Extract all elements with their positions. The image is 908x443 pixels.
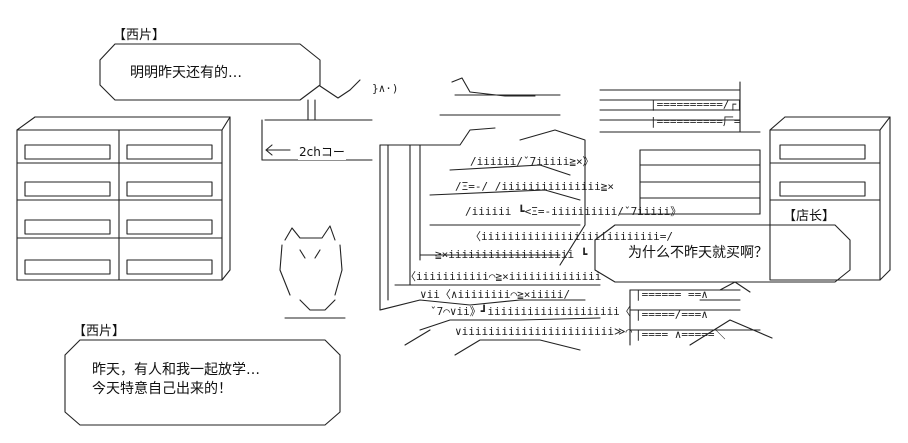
- speech-bubble-bottom: [64, 339, 341, 426]
- speech-bubble-right: [594, 224, 851, 283]
- shelf-right: [769, 116, 891, 281]
- ascii-marks-3: /iiiiii ┗<Ξ=-iiiiiiiiii/ˇ7iiiii》: [465, 204, 681, 218]
- ascii-register-1: |==========/┌|: [650, 98, 743, 111]
- ascii-marks-4: 〈iiiiiiiiiiiiiiiiiiiiiiiiiii=/: [470, 230, 673, 243]
- dialog-line: 昨天，有人和我一起放学…: [92, 362, 260, 378]
- ascii-marks-1: /iiiiii/ˇ7iiiii≧×》: [470, 155, 594, 168]
- speech-bubble-top: [99, 43, 321, 101]
- dialog-line: 为什么不昨天就买啊？: [628, 245, 768, 261]
- ascii-marks-6: 〈iiiiiiiiiii⌒≧×iiiiiiiiiiiiii: [405, 270, 601, 283]
- ascii-register-2: |==========厂=: [650, 115, 741, 128]
- speaker-label-top: 【西片】: [112, 24, 167, 43]
- register-counter: [439, 81, 761, 215]
- bubble-tail-top: [319, 79, 361, 99]
- dialog-line: 明明昨天还有的…: [130, 65, 242, 81]
- dialog-text-right: 为什么不昨天就买啊？: [628, 244, 768, 263]
- ascii-marks-2: /Ξ=-/ /iiiiiiiiiiiiiii≧×: [455, 180, 614, 193]
- ascii-marks-9: ∨iiiiiiiiiiiiiiiiiiiiiii≫⌒: [455, 325, 632, 338]
- shelf-left: [16, 116, 231, 281]
- customer-figure: [379, 77, 601, 356]
- ascii-hand-mark: }∧·): [372, 82, 399, 95]
- dialog-text-bottom: 昨天，有人和我一起放学… 今天特意自己出来的！: [92, 361, 260, 399]
- ascii-marks-5: ≧×iiiiiiiiiiiiiiiiiii ┗: [435, 247, 588, 261]
- dialog-line: 今天特意自己出来的！: [92, 381, 232, 397]
- speaker-label-right: 【店长】: [782, 205, 837, 224]
- shelf-arrow-label: 2chコー: [298, 143, 346, 160]
- ascii-register-4: |=====/===∧: [635, 308, 708, 321]
- dialog-text-top: 明明昨天还有的…: [130, 64, 242, 83]
- speaker-label-bottom: 【西片】: [72, 320, 127, 339]
- ascii-marks-8: ˇ7⌒∨ii》┛iiiiiiiiiiiiiiiiiiii〈: [430, 304, 631, 318]
- ascii-register-5: |==== ∧=====＼: [635, 328, 725, 341]
- shopkeeper-figure: [629, 281, 773, 346]
- small-cat-figure: [279, 225, 346, 319]
- ascii-marks-7: ∨ii〈∧iiiiiiii⌒≧×iiiii/: [420, 288, 570, 301]
- ascii-register-3: |====== ==∧: [635, 288, 708, 301]
- shelf-middle: [261, 99, 373, 161]
